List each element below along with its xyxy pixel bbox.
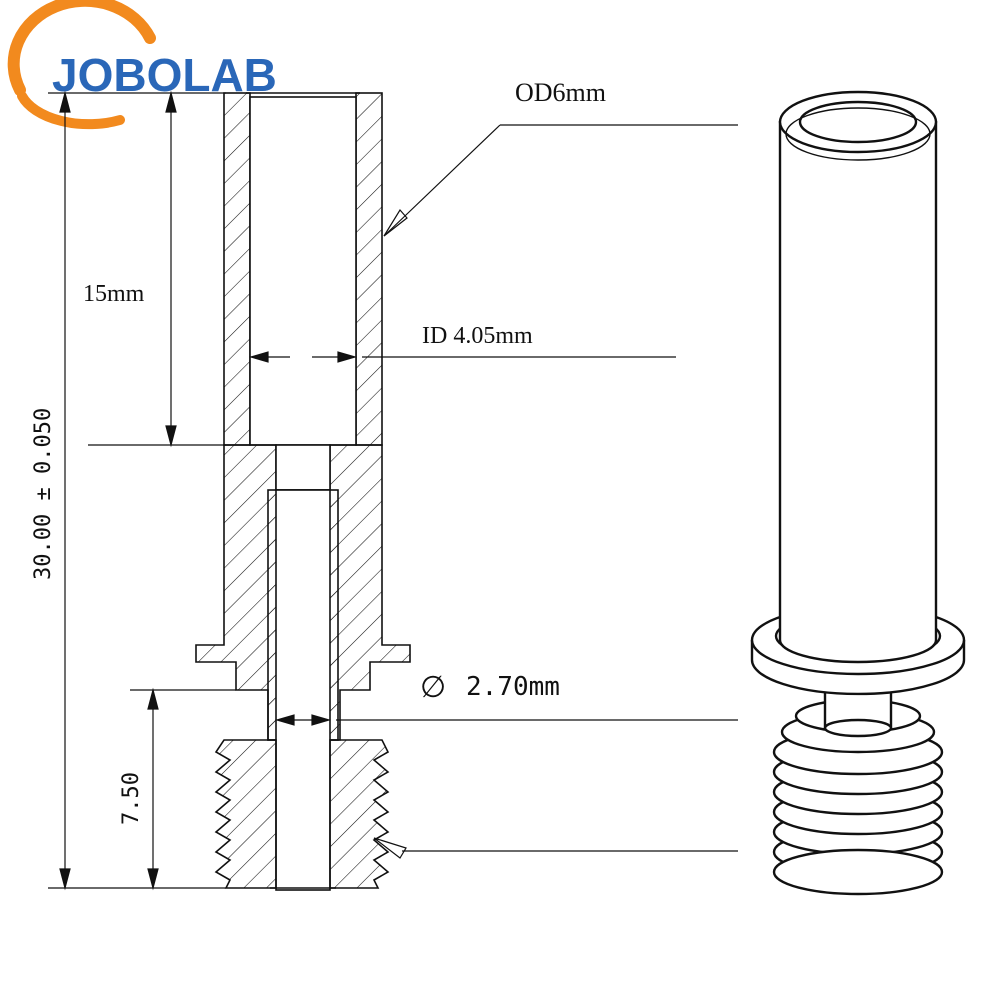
filament-path [275,489,331,891]
throat-diameter-label: 2.70mm [466,672,560,702]
tube-wall-left [223,92,251,446]
total-length-label-group: 30.00 ± 0.050 [31,408,56,580]
render-bore-opening [798,100,918,144]
inner-bore [249,96,357,446]
thread-section [214,739,390,889]
inner-diameter-label: ID 4.05mm [422,323,533,349]
outer-diameter-label: OD6mm [515,78,606,107]
heatbreak-render [750,90,966,896]
diameter-symbol: ∅ [420,671,446,704]
thread-length-label: 7.50 [119,772,144,825]
render-threads [772,698,944,896]
bore-depth-label: 15mm [83,281,145,307]
render-tube [778,120,938,664]
jobolab-logo: JOBOLAB [7,0,277,130]
throat [275,444,331,491]
tube-wall-right [355,92,383,446]
dimension-lines [48,90,738,891]
total-length-label: 30.00 ± 0.050 [31,408,56,580]
thread-length-label-group: 7.50 [119,772,144,825]
section-view [195,92,411,891]
